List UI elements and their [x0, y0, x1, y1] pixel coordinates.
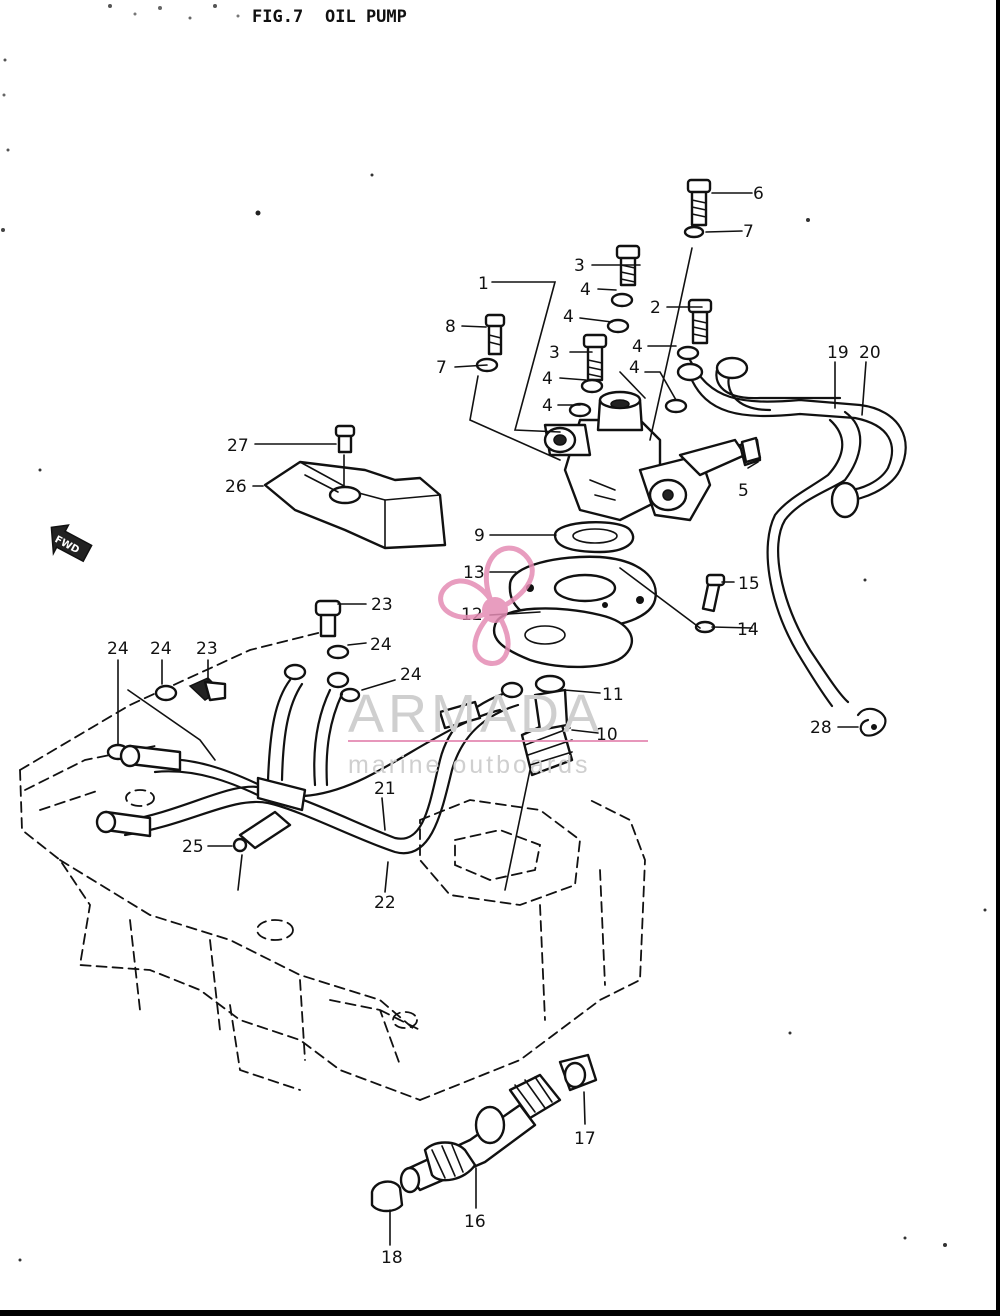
callout-label: 4 [542, 369, 553, 389]
bushing-17 [558, 1053, 598, 1092]
callout-label: 28 [810, 718, 832, 738]
fwd-arrow-icon: FWD [50, 524, 93, 563]
watermark-tagline: marine outboards [348, 751, 591, 779]
callout-label: 4 [542, 396, 553, 416]
bolt-8 [484, 313, 506, 356]
callout-label: 7 [436, 358, 447, 378]
callout-label: 4 [632, 337, 643, 357]
callout-label: 17 [574, 1129, 596, 1149]
callout-label: 24 [370, 635, 392, 655]
leader-lines [117, 192, 867, 1246]
callout-label: 4 [580, 280, 591, 300]
screw-27 [334, 424, 356, 454]
callout-label: 4 [563, 307, 574, 327]
callout-label: 2 [650, 298, 661, 318]
watermark-brand: ARMADA [348, 684, 603, 744]
callout-label: 1 [478, 274, 489, 294]
line-clamp-25 [232, 810, 292, 853]
callout-label: 22 [374, 893, 396, 913]
callout-label: 3 [549, 343, 560, 363]
washers [106, 225, 716, 761]
gasket-12 [492, 607, 634, 669]
driven-gear-10 [520, 688, 574, 777]
callout-label: 4 [629, 358, 640, 378]
callout-label: 24 [107, 639, 129, 659]
callout-label: 16 [464, 1212, 486, 1232]
callout-label: 9 [474, 526, 485, 546]
callout-label: 15 [738, 574, 760, 594]
callout-label: 26 [225, 477, 247, 497]
callout-label: 18 [381, 1248, 403, 1268]
figure-title: OIL PUMP [325, 7, 407, 27]
drive-shaft-16 [399, 1073, 562, 1194]
bolt-2 [687, 298, 713, 345]
callout-label: 11 [602, 685, 624, 705]
bolt-3-upper [615, 244, 641, 287]
callout-label: 24 [150, 639, 172, 659]
figure-number: FIG.7 [252, 7, 303, 27]
callout-label: 7 [743, 222, 754, 242]
callout-label: 23 [196, 639, 218, 659]
oil-pump-body [543, 390, 747, 522]
callout-label: 23 [371, 595, 393, 615]
bolt-6 [686, 178, 712, 227]
hose-clip-28 [856, 707, 887, 737]
page-border-bottom [0, 1310, 1000, 1316]
callout-label: 3 [574, 256, 585, 276]
callout-label: 14 [737, 620, 759, 640]
callout-label: 6 [753, 184, 764, 204]
callout-label: 24 [400, 665, 422, 685]
page-border-right [996, 0, 1000, 1316]
bolt-23-upper [314, 599, 342, 638]
callout-label: 13 [463, 563, 485, 583]
callout-label: 5 [738, 481, 749, 501]
scan-noise [1, 4, 987, 1262]
propeller-logo-icon [438, 545, 535, 666]
bushing-18 [370, 1180, 404, 1213]
bolt-23-lower [188, 677, 227, 702]
callout-label: 20 [859, 343, 881, 363]
callout-label: 25 [182, 837, 204, 857]
bolt-3-lower [582, 333, 608, 382]
watermark: ARMADA marine outboards [348, 545, 648, 779]
callout-label: 8 [445, 317, 456, 337]
callout-label: 27 [227, 436, 249, 456]
callout-label: 21 [374, 779, 396, 799]
pump-cover-26 [263, 460, 447, 550]
screw-15 [701, 573, 726, 613]
plug-5 [740, 436, 762, 464]
oil-hoses-19-20 [676, 356, 907, 708]
oil-lines-21-22 [95, 663, 524, 855]
gasket-9 [553, 521, 635, 554]
callout-label: 19 [827, 343, 849, 363]
